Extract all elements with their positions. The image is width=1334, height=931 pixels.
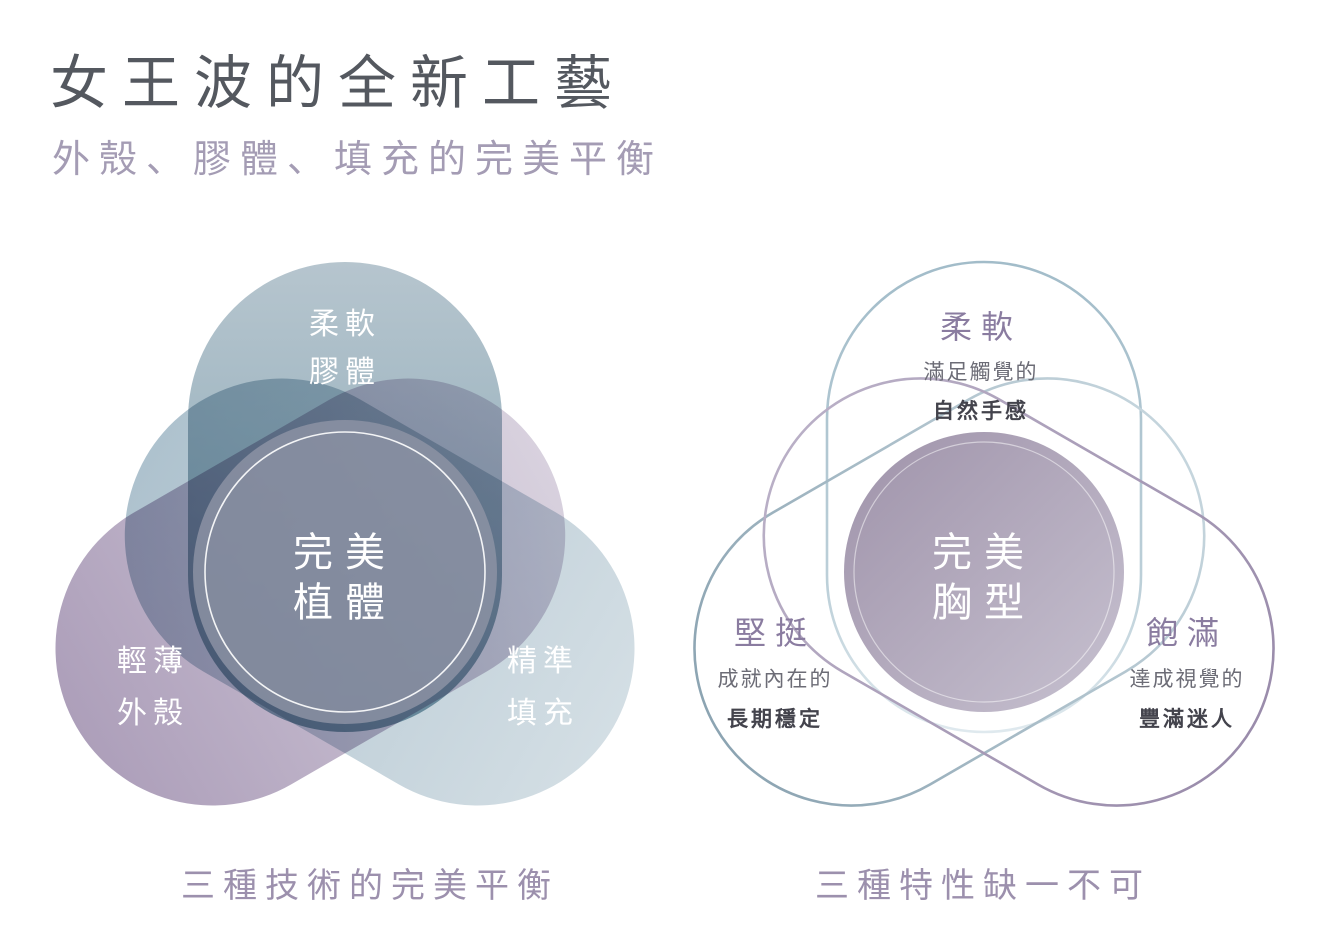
feature-full-highlight: 豐滿迷人 <box>1139 708 1235 731</box>
label-perfect-implant-line1: 完美 <box>293 531 397 575</box>
feature-soft-title: 柔軟 <box>939 309 1022 345</box>
label-precise-fill-line2: 填充 <box>507 697 579 730</box>
label-soft-gel-line2: 膠體 <box>309 356 381 389</box>
feature-full-title: 飽滿 <box>1145 615 1228 651</box>
label-soft-gel: 柔軟 膠體 <box>309 301 381 397</box>
feature-firm: 堅挺 成就內在的 長期穩定 <box>718 608 833 733</box>
outline-full-shape <box>762 377 1275 807</box>
left-diagram-caption: 三種技術的完美平衡 <box>181 867 559 905</box>
label-thin-shell: 輕薄 外殼 <box>117 636 189 740</box>
page-subtitle: 外殼、膠體、填充的完美平衡 <box>52 139 664 181</box>
label-perfect-breast-line1: 完美 <box>932 531 1036 575</box>
label-thin-shell-line2: 外殼 <box>117 697 189 730</box>
left-venn-diagram <box>55 262 635 806</box>
outline-firm-shape <box>693 377 1206 807</box>
feature-full: 飽滿 達成視覺的 豐滿迷人 <box>1130 608 1245 733</box>
label-perfect-implant-line2: 植體 <box>293 581 397 625</box>
label-perfect-breast-line2: 胸型 <box>932 581 1036 625</box>
left-center-circle <box>193 420 497 724</box>
label-soft-gel-line1: 柔軟 <box>309 308 381 341</box>
outline-soft-shape <box>825 260 1143 734</box>
feature-firm-highlight: 長期穩定 <box>727 708 823 731</box>
label-precise-fill-line1: 精準 <box>507 645 579 678</box>
right-center-circle <box>844 432 1124 712</box>
right-diagram-caption: 三種特性缺一不可 <box>815 867 1151 905</box>
feature-firm-desc: 成就內在的 <box>717 668 833 691</box>
label-perfect-breast-shape: 完美 胸型 <box>932 528 1036 628</box>
feature-full-desc: 達成視覺的 <box>1129 668 1245 691</box>
left-center-inner-ring <box>204 431 486 713</box>
page-title: 女王波的全新工藝 <box>50 51 627 116</box>
right-venn-diagram <box>693 260 1275 807</box>
label-perfect-implant: 完美 植體 <box>293 528 397 628</box>
feature-soft-highlight: 自然手感 <box>933 400 1029 423</box>
label-precise-fill: 精準 填充 <box>507 636 579 740</box>
feature-soft: 柔軟 滿足觸覺的 自然手感 <box>924 302 1039 425</box>
feature-soft-desc: 滿足觸覺的 <box>923 361 1039 384</box>
feature-firm-title: 堅挺 <box>733 615 816 651</box>
right-center-inner-ring <box>853 441 1115 703</box>
label-thin-shell-line1: 輕薄 <box>117 645 189 678</box>
